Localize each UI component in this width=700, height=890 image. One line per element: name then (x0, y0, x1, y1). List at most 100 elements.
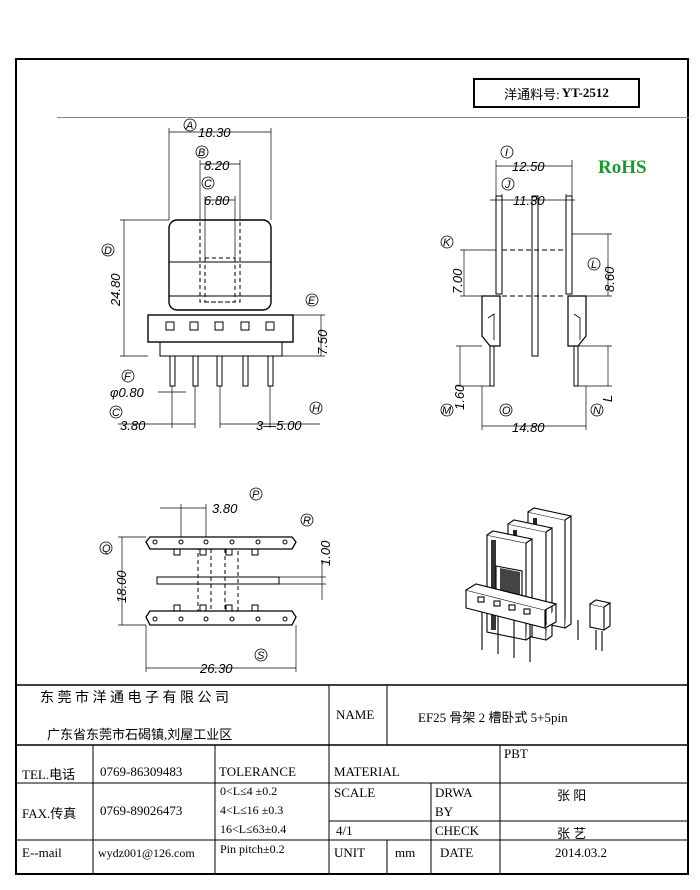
dim-f: φ0.80 (110, 385, 145, 400)
side-flange-middle (531, 195, 539, 357)
fax-value: 0769-89026473 (100, 803, 183, 818)
side-pin (489, 345, 495, 387)
front-pin-hole (265, 321, 275, 331)
bottom-view: P 3.80 Q 18.00 R 1.00 S 26.30 (99, 487, 333, 676)
callout-c (201, 176, 215, 190)
bottom-pin (255, 539, 261, 545)
front-pin (242, 355, 249, 387)
dim-o: 14.80 (512, 420, 545, 435)
dim-b: 8.20 (204, 158, 230, 173)
side-pin (573, 345, 579, 387)
callout-l (587, 257, 601, 271)
bottom-pin (203, 539, 209, 545)
material-value: PBT (504, 746, 528, 761)
scale-label: SCALE (334, 785, 376, 800)
date-label: DATE (440, 845, 474, 860)
tel-value: 0769-86309483 (100, 764, 183, 779)
email-value: wydz001@126.com (98, 846, 195, 860)
part-number-label: 洋通料号: (504, 86, 560, 102)
callout-m (440, 403, 454, 417)
isometric-view (465, 507, 612, 662)
drawn-by-value: 张 阳 (557, 788, 587, 803)
callout-n (590, 403, 604, 417)
drawn-label-by: BY (435, 804, 454, 819)
email-label: E--mail (22, 845, 62, 860)
callout-i (500, 145, 514, 159)
dim-h: 3—5.00 (256, 418, 302, 433)
part-number-box: 洋通料号: YT-2512 (473, 78, 640, 108)
front-core-window (199, 219, 241, 303)
bottom-pin (255, 616, 261, 622)
svg-text:S: S (257, 650, 265, 662)
front-view: A 18.30 B 8.20 C 6.80 D 24.80 E 7.50 F φ… (101, 118, 330, 433)
callout-q (99, 541, 113, 555)
drawn-label: DRWA (435, 785, 473, 800)
dim-j: 11.30 (513, 193, 545, 208)
front-pin (192, 355, 199, 387)
unit-label: UNIT (334, 845, 366, 860)
callout-b (195, 145, 209, 159)
dim-k: 7.00 (450, 268, 465, 294)
front-pin (216, 355, 223, 387)
front-pin (267, 355, 274, 387)
svg-text:K: K (443, 237, 451, 249)
side-base-right (567, 295, 587, 347)
svg-text:B: B (198, 147, 205, 159)
svg-text:E: E (308, 295, 316, 307)
name-value: EF25 骨架 2 槽卧式 5+5pin (418, 710, 568, 725)
name-label: NAME (336, 707, 375, 722)
bottom-pin (282, 616, 288, 622)
callout-s (254, 648, 268, 662)
company-address: 广东省东莞市石碣镇,刘屋工业区 (47, 727, 233, 742)
side-base-left (481, 295, 501, 347)
dim-c: 6.80 (204, 193, 230, 208)
callout-p (249, 487, 263, 501)
svg-text:H: H (312, 403, 320, 415)
tel-label: TEL.电话 (22, 767, 76, 782)
drawing-sheet (15, 58, 689, 875)
callout-f (121, 369, 135, 383)
bottom-pin (282, 539, 288, 545)
dim-d: 24.80 (108, 273, 123, 307)
tolerance-range-1: 0<L≤4 ±0.2 (220, 784, 278, 798)
dim-m: 1.60 (452, 384, 467, 410)
side-view: I 12.50 J 11.30 K 7.00 L 8.60 M 1.60 (440, 145, 617, 435)
bottom-pin (178, 616, 184, 622)
callout-g (109, 405, 123, 419)
side-flange (495, 195, 503, 295)
callout-k (440, 235, 454, 249)
svg-text:Q: Q (102, 543, 111, 555)
dim-i: 12.50 (512, 159, 545, 174)
tolerance-range-3: 16<L≤63±0.4 (220, 822, 287, 836)
date-value: 2014.03.2 (555, 845, 607, 860)
front-pin-hole (240, 321, 250, 331)
dim-p: 3.80 (212, 501, 238, 516)
bottom-pin (152, 539, 158, 545)
side-flange (565, 195, 573, 295)
callout-h (309, 401, 323, 415)
bottom-pin (178, 539, 184, 545)
bottom-base-top (145, 536, 297, 550)
svg-text:C: C (112, 407, 120, 419)
tolerance-range-2: 4<L≤16 ±0.3 (220, 803, 284, 817)
dim-a: 18.30 (198, 125, 231, 140)
dim-l: 8.60 (602, 266, 617, 292)
check-label: CHECK (435, 823, 480, 838)
header-separator (57, 117, 689, 118)
material-label: MATERIAL (334, 764, 400, 779)
title-block-grid (15, 684, 689, 875)
callout-e (305, 293, 319, 307)
svg-text:D: D (104, 245, 112, 257)
svg-text:I: I (505, 147, 508, 159)
front-pin-hole (165, 321, 175, 331)
dim-s: 26.30 (199, 661, 233, 676)
dim-r: 1.00 (318, 540, 333, 566)
check-value: 张 艺 (557, 826, 587, 841)
svg-text:J: J (504, 179, 511, 191)
svg-text:N: N (593, 405, 601, 417)
dim-e: 7.50 (315, 329, 330, 355)
svg-text:A: A (185, 120, 193, 132)
bottom-pin (229, 616, 235, 622)
svg-text:O: O (502, 405, 511, 417)
